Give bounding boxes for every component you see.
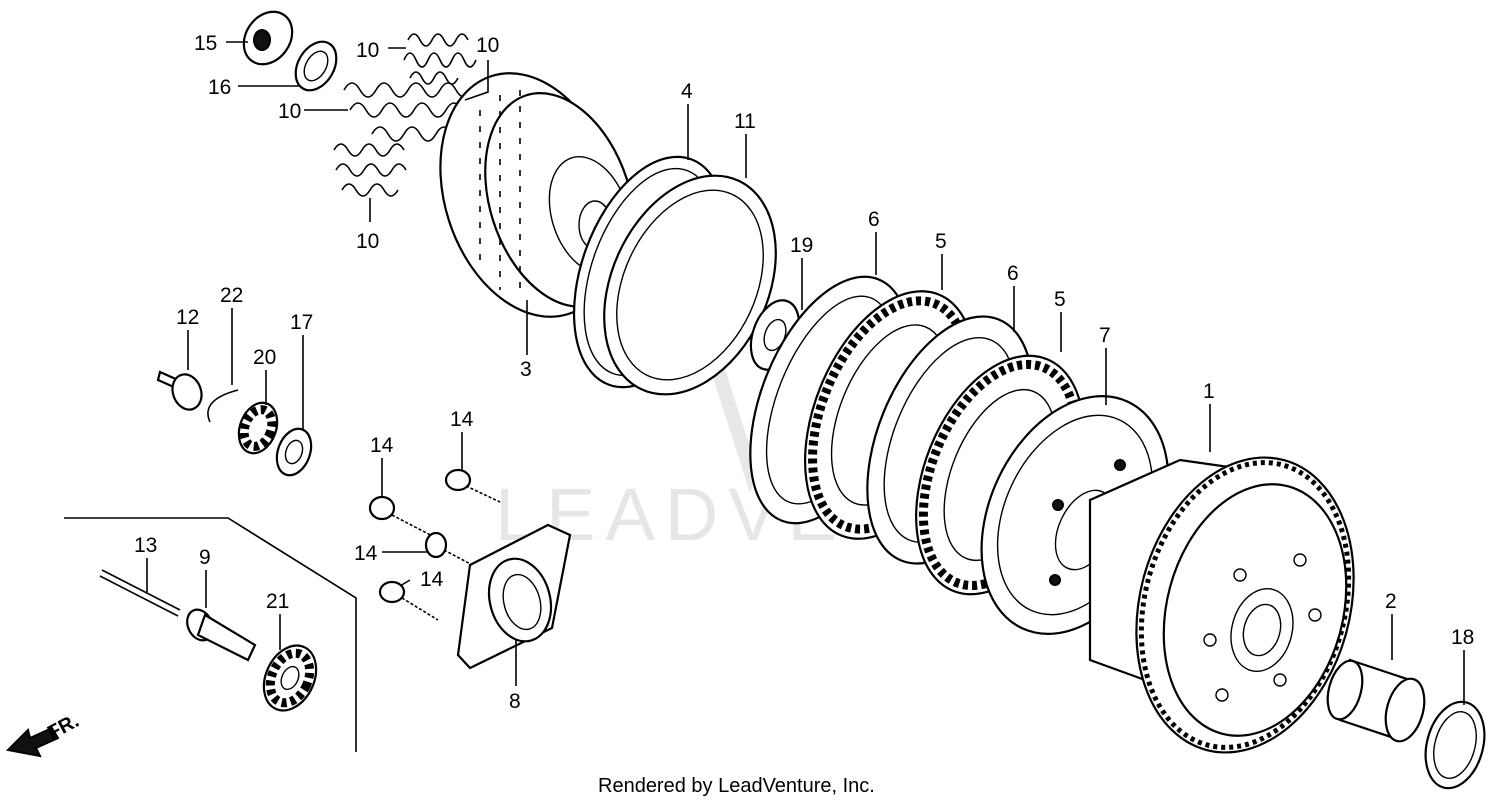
- callout-6-front: 6: [868, 208, 880, 231]
- part-20-bearing: [237, 401, 279, 455]
- callout-20: 20: [253, 346, 276, 369]
- part-22-circlip: [207, 389, 239, 423]
- callout-13: 13: [134, 534, 157, 557]
- part-2-collar: [1326, 658, 1426, 743]
- callout-4: 4: [681, 80, 693, 103]
- callout-14-upper: 14: [370, 434, 394, 457]
- callout-5-front: 5: [935, 230, 947, 253]
- part-18-washer: [1424, 700, 1486, 790]
- part-10-spring-upper: [403, 33, 477, 85]
- part-13-push-rod: [99, 569, 181, 617]
- callout-2: 2: [1385, 590, 1397, 613]
- callout-11: 11: [734, 110, 756, 133]
- callout-10-right: 10: [476, 34, 499, 57]
- part-8-bearing-holder: [456, 523, 572, 670]
- callout-14-lower: 14: [420, 568, 444, 591]
- credit-text: Rendered by LeadVenture, Inc.: [598, 775, 875, 797]
- callout-12: 12: [176, 306, 199, 329]
- part-21-bearing: [262, 644, 318, 712]
- part-17-washer: [275, 427, 313, 477]
- part-11-ring: [603, 174, 777, 396]
- callout-10-upper: 10: [356, 39, 379, 62]
- callout-7: 7: [1099, 324, 1111, 347]
- callout-8: 8: [509, 690, 521, 713]
- callout-22: 22: [220, 284, 243, 307]
- inset-frame: [64, 517, 357, 752]
- leader-lines: [146, 41, 1465, 705]
- part-16-washer: [294, 40, 338, 92]
- callout-17: 17: [290, 311, 313, 334]
- part-10-spring-lower: [333, 143, 407, 197]
- callout-18: 18: [1451, 626, 1474, 649]
- callout-14-top: 14: [450, 408, 474, 431]
- part-15-lock-nut: [242, 10, 294, 66]
- callout-21: 21: [266, 590, 289, 613]
- front-direction-arrow: FR.: [5, 710, 83, 758]
- callout-1: 1: [1203, 380, 1215, 403]
- callout-10-left: 10: [278, 100, 301, 123]
- callout-5-rear: 5: [1054, 288, 1066, 311]
- callout-19: 19: [790, 234, 813, 257]
- callout-3: 3: [520, 358, 532, 381]
- part-14-bolt-long: [424, 531, 479, 569]
- part-14-bolt-top: [444, 468, 501, 503]
- part-1-clutch-outer: [1088, 456, 1355, 754]
- part-14-bolt-low: [378, 580, 439, 621]
- callout-14-middle: 14: [354, 542, 378, 565]
- callout-6-rear: 6: [1007, 262, 1019, 285]
- callout-16: 16: [208, 76, 231, 99]
- part-14-bolt-mid: [368, 495, 441, 541]
- callout-9: 9: [199, 546, 211, 569]
- part-9-lifter: [186, 608, 257, 662]
- callout-15: 15: [194, 32, 217, 55]
- part-12-bolt: [156, 370, 203, 411]
- callout-10-lower: 10: [356, 230, 379, 253]
- callout-labels: 15 16 10 10 10 10 4 11 3 19 6 5 6 5 7 1 …: [134, 32, 1474, 713]
